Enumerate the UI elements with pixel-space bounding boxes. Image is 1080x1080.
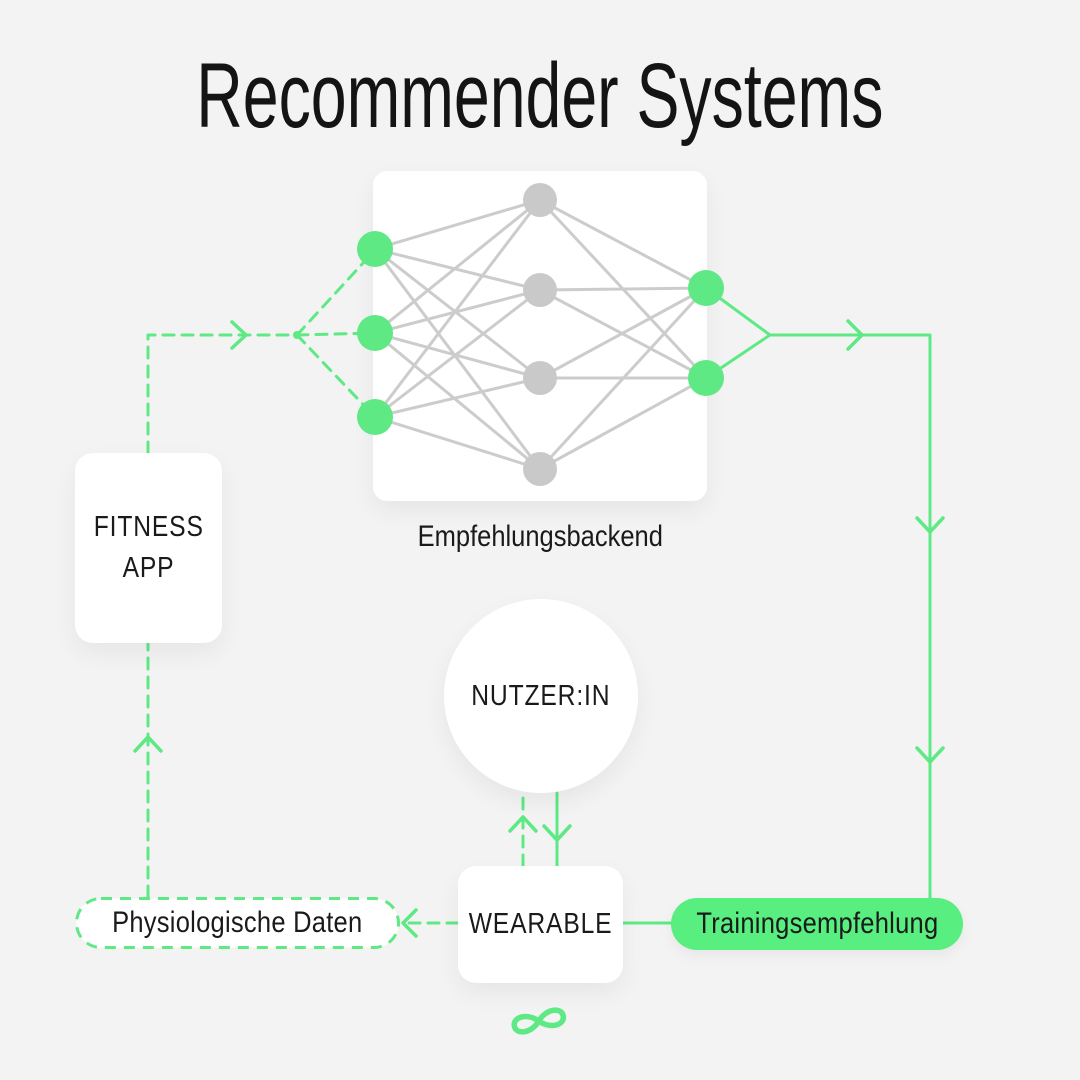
arrow-right-icon (230, 320, 248, 350)
hidden-node (523, 273, 557, 307)
user-circle: NUTZER:IN (444, 599, 638, 793)
arrow-right-icon (846, 319, 864, 351)
arrow-up-icon (508, 815, 538, 833)
input-node (357, 399, 393, 435)
wearable-label: WEARABLE (468, 908, 613, 941)
junction-dot (293, 331, 301, 339)
wearable-box: WEARABLE (458, 866, 623, 983)
training-recommendation-label: Trainingsempfehlung (695, 907, 939, 940)
physiological-data-pill (75, 897, 400, 949)
input-node (357, 315, 393, 351)
arrow-up-icon (133, 735, 163, 753)
recommendation-flow-to-pill (768, 333, 932, 900)
output-node (688, 360, 724, 396)
backend-label: Empfehlungsbackend (417, 520, 663, 553)
physiological-data-label: Physiologische Daten (112, 906, 363, 939)
user-label: NUTZER:IN (471, 679, 611, 712)
page-title: Recommender Systems (0, 48, 1080, 145)
page-title-text: Recommender Systems (196, 45, 884, 147)
data-flow-fitness-to-backend (146, 333, 299, 455)
neural-network-nodes (357, 183, 724, 486)
arrow-left-icon (401, 908, 418, 938)
hidden-node (523, 361, 557, 395)
training-recommendation-pill: Trainingsempfehlung (671, 898, 963, 950)
data-flow-branch-top (295, 248, 377, 337)
arrow-down-icon (915, 746, 945, 764)
arrow-down-icon (915, 516, 945, 534)
recommendation-flow-lines (542, 286, 945, 925)
fitness-app-box: FITNESS APP (75, 453, 222, 643)
arrow-down-icon (542, 824, 572, 842)
hidden-node (523, 183, 557, 217)
data-flow-lines (133, 248, 538, 938)
fitness-app-label: FITNESS APP (93, 511, 204, 584)
nn-edges (373, 198, 708, 471)
data-flow-branch-bottom (295, 333, 377, 419)
output-node (688, 270, 724, 306)
input-node (357, 231, 393, 267)
hidden-node (523, 452, 557, 486)
infinity-icon (511, 1007, 567, 1035)
backend-box (373, 171, 707, 501)
